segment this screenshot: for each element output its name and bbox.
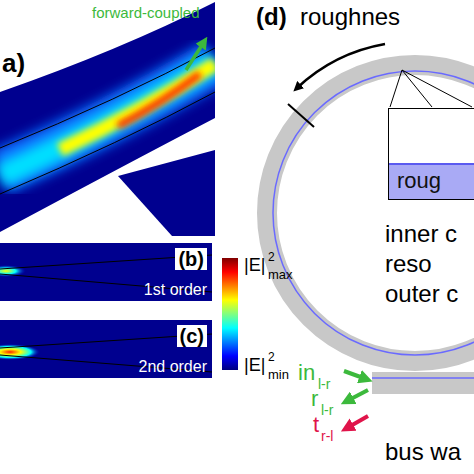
superscript: 2 — [268, 351, 275, 363]
field-branch — [118, 150, 215, 236]
colorbar-label: |E| — [244, 256, 265, 274]
arrow-label: forward-coupled — [92, 5, 200, 20]
field-panel: (c) 2nd order — [0, 320, 212, 378]
panel-title: roughnes — [300, 5, 400, 29]
region-label: reso — [385, 252, 432, 276]
subscript: l-r — [321, 403, 333, 417]
subscript: l-r — [318, 377, 330, 391]
region-label: roug — [389, 163, 474, 199]
port-label: in — [298, 362, 315, 384]
panel-letter: a) — [2, 50, 25, 76]
waveguide-label: bus wa — [385, 440, 461, 464]
ring-resonator — [267, 65, 474, 361]
subscript: min — [268, 368, 289, 381]
bus-mode-line — [372, 377, 474, 379]
field-peak — [118, 74, 200, 126]
coupling-arrow — [186, 42, 204, 70]
superscript: 2 — [268, 251, 275, 263]
ring-mode-line — [273, 71, 474, 355]
panel-letter: (d) — [256, 5, 287, 29]
region-label: inner c — [385, 222, 457, 246]
zoom-line — [390, 70, 402, 107]
reflection-arrow — [347, 390, 368, 401]
input-arrow — [344, 371, 366, 379]
field-glow — [60, 64, 215, 150]
panel-letter: (c) — [177, 325, 207, 347]
zoom-inset: roug — [388, 108, 474, 200]
mode-label: 1st order — [144, 281, 207, 299]
region-label: outer c — [385, 282, 458, 306]
subscript: r-l — [321, 429, 333, 443]
section-tick — [288, 104, 314, 127]
port-label: t — [313, 414, 319, 436]
field-panel: (b) 1st order — [0, 243, 212, 301]
field-glow — [0, 62, 215, 176]
subscript: max — [268, 268, 293, 281]
port-label: r — [311, 388, 318, 410]
roughness-arrow — [297, 44, 385, 88]
zoom-line — [402, 70, 432, 107]
waveguide-edge — [0, 48, 215, 148]
colorbar — [222, 258, 238, 370]
colorbar-label: |E| — [244, 356, 265, 374]
transmission-arrow — [347, 416, 368, 428]
field-plot — [0, 243, 212, 301]
mode-label: 2nd order — [139, 358, 208, 376]
zoom-line — [402, 70, 472, 107]
waveguide-edge — [0, 92, 215, 194]
bus-waveguide — [372, 372, 474, 394]
panel-letter: (b) — [175, 248, 207, 270]
